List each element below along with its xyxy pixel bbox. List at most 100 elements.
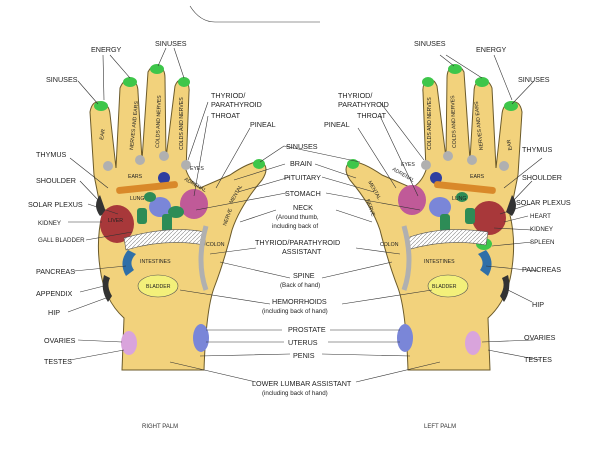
left-pinky-tip bbox=[504, 101, 518, 111]
right-colds-a-label: COLDS AND NERVES bbox=[155, 95, 163, 148]
left-ring-tip bbox=[475, 77, 489, 87]
left-thymus-label: THYMUS bbox=[522, 145, 553, 154]
left-thyroid-label: THYRIOD/ bbox=[338, 91, 372, 100]
leader-lines bbox=[67, 47, 543, 383]
right-lung-label: LUNG bbox=[130, 196, 144, 202]
right-middle-tip bbox=[150, 64, 164, 74]
right-outside-labels: ENERGY SINUSES SINUSES THYRIOD/ PARATHYR… bbox=[28, 39, 276, 430]
left-throat-label: THROAT bbox=[357, 111, 387, 120]
right-parathyroid-label: PARATHYROID bbox=[211, 100, 262, 109]
right-thyroid bbox=[149, 197, 171, 217]
right-thyroid-label: THYRIOD/ bbox=[211, 91, 245, 100]
center-hemorrhoids-sub-label: (including back of hand) bbox=[262, 308, 328, 315]
center-stomach-label: STOMACH bbox=[285, 189, 321, 198]
left-solar-plexus-label: SOLAR PLEXUS bbox=[516, 198, 571, 207]
right-prostate bbox=[193, 324, 209, 352]
left-colon-label: COLON bbox=[380, 242, 399, 248]
left-lung-bar bbox=[434, 181, 496, 194]
center-neck-sub1-label: (Around thumb, bbox=[276, 214, 319, 221]
left-spleen-label: SPLEEN bbox=[530, 239, 554, 246]
right-lung-bar bbox=[116, 181, 178, 194]
center-hemorrhoids-label: HEMORRHOIDS bbox=[272, 297, 327, 306]
center-assistant-label: ASSISTANT bbox=[282, 247, 322, 256]
left-ears-label: EARS bbox=[470, 174, 485, 180]
right-colon-label: COLON bbox=[206, 242, 225, 248]
left-heart bbox=[472, 201, 506, 235]
right-ring-tip bbox=[123, 77, 137, 87]
left-bladder-label: BLADDER bbox=[432, 284, 457, 290]
left-testes-label: TESTES bbox=[524, 355, 552, 364]
right-energy-label: ENERGY bbox=[91, 45, 122, 54]
right-palm-hand bbox=[89, 64, 267, 371]
left-pineal-label: PINEAL bbox=[324, 120, 350, 129]
center-thyroid-assistant-label: THYRIOD/PARATHYROID bbox=[255, 238, 340, 247]
right-colds-b-label: COLDS AND NERVES bbox=[179, 97, 185, 150]
right-ear-label: EAR bbox=[99, 129, 107, 141]
right-pinky-tip bbox=[94, 101, 108, 111]
right-eyes-label: EYES bbox=[190, 166, 204, 172]
right-ears-label: EARS bbox=[128, 174, 143, 180]
left-parathyroid-label: PARATHYROID bbox=[338, 100, 389, 109]
left-sinuses-right-label: SINUSES bbox=[518, 75, 550, 84]
right-sinuses-top-label: SINUSES bbox=[155, 39, 187, 48]
left-heart-label: HEART bbox=[530, 213, 551, 220]
right-thumb-tip bbox=[253, 159, 265, 169]
left-ear-label: EAR bbox=[506, 139, 514, 151]
top-decoration bbox=[189, 5, 320, 23]
left-energy-label: ENERGY bbox=[476, 45, 507, 54]
right-gall-bladder-label: GALL BLADDER bbox=[38, 237, 85, 244]
left-eyes-zone bbox=[430, 172, 442, 184]
right-appendix-label: APPENDIX bbox=[36, 289, 73, 298]
right-intestines-label: INTESTINES bbox=[140, 259, 171, 265]
left-bladder bbox=[427, 274, 469, 298]
left-thyroid bbox=[429, 197, 451, 217]
left-palm-caption: LEFT PALM bbox=[424, 424, 456, 430]
right-pancreas-label: PANCREAS bbox=[36, 267, 75, 276]
right-throat-label: THROAT bbox=[211, 111, 241, 120]
left-intestine-band bbox=[406, 229, 489, 251]
right-nerves-ears-label: NERVES AND EARS bbox=[129, 100, 140, 150]
right-thymus-label: THYMUS bbox=[36, 150, 67, 159]
center-spine-sub-label: (Back of hand) bbox=[280, 282, 320, 289]
center-penis-label: PENIS bbox=[293, 351, 315, 360]
left-nerves-ears-label: NERVES AND EARS bbox=[474, 101, 485, 151]
left-outside-labels: SINUSES ENERGY SINUSES THYRIOD/ PARATHYR… bbox=[324, 39, 571, 430]
center-uterus-label: UTERUS bbox=[288, 338, 318, 347]
right-hip-label: HIP bbox=[48, 308, 60, 317]
right-palm-caption: RIGHT PALM bbox=[142, 424, 178, 430]
right-index-tip bbox=[178, 77, 190, 87]
left-kidney bbox=[398, 185, 426, 215]
right-shoulder-label: SHOULDER bbox=[36, 176, 76, 185]
left-prostate bbox=[397, 324, 413, 352]
right-eyes-zone bbox=[158, 172, 170, 184]
right-pineal-label: PINEAL bbox=[250, 120, 276, 129]
center-spine-label: SPINE bbox=[293, 271, 315, 280]
right-kidney bbox=[180, 189, 208, 219]
center-labels: SINUSES BRAIN PITUITARY STOMACH NECK (Ar… bbox=[252, 142, 352, 397]
right-nerve-label: NERVE bbox=[222, 207, 234, 226]
left-middle-tip bbox=[448, 64, 462, 74]
left-colds-b-label: COLDS AND NERVES bbox=[427, 97, 433, 150]
center-prostate-label: PROSTATE bbox=[288, 325, 326, 334]
left-palm-hand bbox=[345, 64, 523, 371]
right-kidney-label: KIDNEY bbox=[38, 220, 61, 227]
right-liver bbox=[100, 205, 134, 243]
left-thumb-tip bbox=[347, 159, 359, 169]
left-intestines-label: INTESTINES bbox=[424, 259, 455, 265]
right-bladder-label: BLADDER bbox=[146, 284, 171, 290]
right-testes-label: TESTES bbox=[44, 357, 72, 366]
left-hip-label: HIP bbox=[532, 300, 544, 309]
right-sinuses-left-label: SINUSES bbox=[46, 75, 78, 84]
right-solar-plexus-label: SOLAR PLEXUS bbox=[28, 200, 83, 209]
center-sinuses-label: SINUSES bbox=[286, 142, 318, 151]
right-ovaries bbox=[121, 331, 137, 355]
left-ovaries-label: OVARIES bbox=[524, 333, 556, 342]
right-ovaries-label: OVARIES bbox=[44, 336, 76, 345]
center-pituitary-label: PITUITARY bbox=[284, 173, 321, 182]
left-lung-label: LUNG bbox=[452, 196, 466, 202]
left-pancreas-label: PANCREAS bbox=[522, 265, 561, 274]
left-colds-a-label: COLDS AND NERVES bbox=[450, 95, 458, 148]
right-liver-label: LIVER bbox=[108, 218, 123, 224]
